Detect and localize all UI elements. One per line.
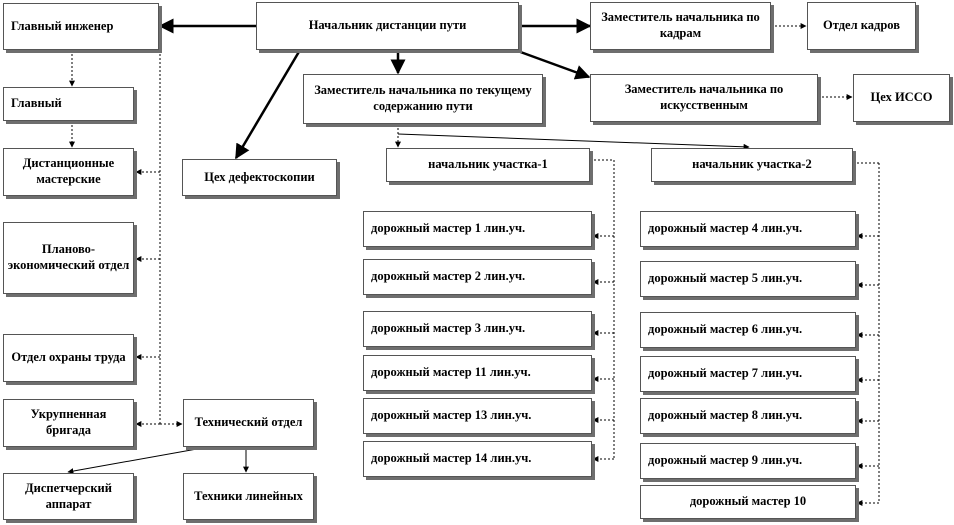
node-workshops: Дистанционные мастерские	[3, 148, 134, 196]
node-head: Начальник дистанции пути	[256, 2, 519, 50]
node-technicians: Техники линейных	[183, 473, 314, 520]
node-deputy-comm: Заместитель начальника по кадрам	[590, 2, 771, 50]
node-safety-label: Отдел охраны труда	[11, 350, 126, 365]
node-chief: Главный	[3, 87, 134, 121]
node-brigade-label: Укрупненная бригада	[30, 407, 107, 437]
node-tech-dept: Технический отдел	[183, 399, 314, 447]
node-master-10-label: дорожный мастер 10	[689, 494, 807, 509]
node-deputy-comm-label: Заместитель начальника по кадрам	[601, 10, 760, 40]
node-flaw-shop-label: Цех дефектоскопии	[204, 169, 315, 184]
node-master-13: дорожный мастер 13 лин.уч.	[363, 398, 592, 434]
node-workshops-label: Дистанционные мастерские	[22, 156, 115, 186]
node-chief-label: Главный	[11, 96, 62, 111]
node-deputy-maint: Заместитель начальника по текущему содер…	[303, 74, 543, 124]
line-head-deputy-art	[514, 48, 591, 80]
node-hr-label: Отдел кадров	[823, 18, 900, 33]
line-deputy-section2	[397, 133, 750, 150]
node-section-2: начальник участка-2	[651, 148, 853, 182]
node-planning-label: Планово-экономический отдел	[7, 242, 130, 272]
node-chief-engineer: Главный инженер	[3, 3, 159, 50]
node-chief-engineer-label: Главный инженер	[11, 18, 114, 33]
node-tech-dept-label: Технический отдел	[194, 415, 303, 430]
node-master-8: дорожный мастер 8 лин.уч.	[640, 398, 856, 434]
node-dispatch: Диспетчерский аппарат	[3, 473, 134, 520]
node-master-11-label: дорожный мастер 11 лин.уч.	[371, 365, 531, 380]
line-head-flaw-shop	[234, 49, 302, 160]
node-master-2: дорожный мастер 2 лин.уч.	[363, 259, 592, 295]
node-master-3-label: дорожный мастер 3 лин.уч.	[371, 321, 526, 336]
node-master-13-label: дорожный мастер 13 лин.уч.	[371, 408, 532, 423]
node-master-2-label: дорожный мастер 2 лин.уч.	[371, 269, 526, 284]
node-master-5-label: дорожный мастер 5 лин.уч.	[648, 271, 803, 286]
node-technicians-label: Техники линейных	[194, 488, 303, 503]
node-master-1: дорожный мастер 1 лин.уч.	[363, 211, 592, 247]
node-isso-label: Цех ИССО	[870, 90, 933, 105]
node-master-3: дорожный мастер 3 лин.уч.	[363, 311, 592, 347]
node-brigade: Укрупненная бригада	[3, 399, 134, 447]
line-tech-dispatch	[67, 446, 209, 475]
node-hr: Отдел кадров	[807, 2, 916, 50]
node-master-4: дорожный мастер 4 лин.уч.	[640, 211, 856, 247]
node-master-8-label: дорожный мастер 8 лин.уч.	[648, 408, 803, 423]
node-master-14: дорожный мастер 14 лин.уч.	[363, 441, 592, 477]
node-master-7-label: дорожный мастер 7 лин.уч.	[648, 366, 803, 381]
node-safety: Отдел охраны труда	[3, 334, 134, 382]
node-master-9: дорожный мастер 9 лин.уч.	[640, 443, 856, 479]
node-master-6-label: дорожный мастер 6 лин.уч.	[648, 322, 803, 337]
node-deputy-maint-label: Заместитель начальника по текущему содер…	[314, 83, 532, 113]
node-master-7: дорожный мастер 7 лин.уч.	[640, 356, 856, 392]
node-deputy-art-label: Заместитель начальника по искусственным	[624, 82, 784, 112]
node-section-1-label: начальник участка-1	[428, 157, 548, 172]
node-head-label: Начальник дистанции пути	[308, 18, 467, 33]
node-master-5: дорожный мастер 5 лин.уч.	[640, 261, 856, 297]
node-master-9-label: дорожный мастер 9 лин.уч.	[648, 453, 803, 468]
node-section-1: начальник участка-1	[386, 148, 590, 182]
node-master-11: дорожный мастер 11 лин.уч.	[363, 355, 592, 391]
node-master-10: дорожный мастер 10	[640, 485, 856, 519]
node-isso: Цех ИССО	[853, 74, 950, 122]
node-section-2-label: начальник участка-2	[692, 157, 812, 172]
node-master-6: дорожный мастер 6 лин.уч.	[640, 312, 856, 348]
node-master-14-label: дорожный мастер 14 лин.уч.	[371, 451, 532, 466]
node-master-1-label: дорожный мастер 1 лин.уч.	[371, 221, 526, 236]
node-dispatch-label: Диспетчерский аппарат	[25, 480, 112, 511]
node-flaw-shop: Цех дефектоскопии	[182, 159, 337, 196]
node-master-4-label: дорожный мастер 4 лин.уч.	[648, 221, 803, 236]
node-deputy-art: Заместитель начальника по искусственным	[590, 74, 818, 122]
node-planning: Планово-экономический отдел	[3, 222, 134, 294]
